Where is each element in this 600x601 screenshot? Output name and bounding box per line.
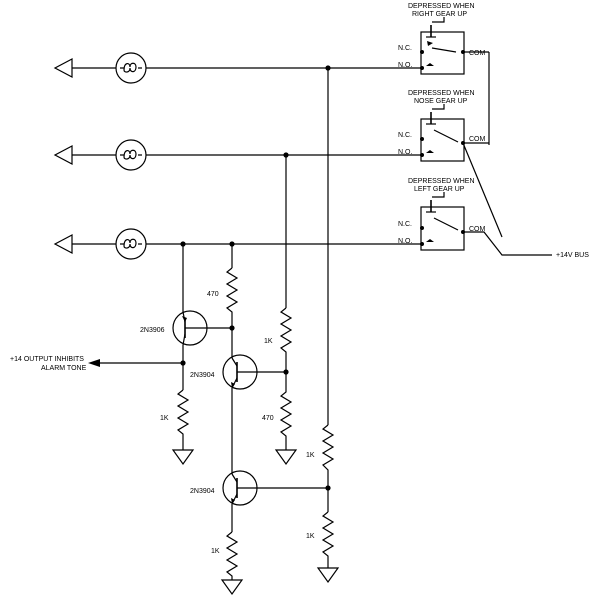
switch-left-gear xyxy=(420,192,552,256)
right-switch-caption-2: RIGHT GEAR UP xyxy=(412,11,467,18)
nose-switch-caption-2: NOSE GEAR UP xyxy=(414,98,468,105)
right-switch-no: N.O. xyxy=(398,62,412,69)
output-label-2: ALARM TONE xyxy=(41,365,87,372)
right-switch-nc: N.C. xyxy=(398,45,412,52)
output-arrow-3 xyxy=(53,234,73,254)
right-switch-com: COM xyxy=(469,50,486,57)
left-switch-nc: N.C. xyxy=(398,221,412,228)
left-switch-com: COM xyxy=(469,226,486,233)
nose-switch-nc: N.C. xyxy=(398,132,412,139)
q3-label: 2N3904 xyxy=(190,488,215,495)
r-1k-bottom-label: 1K xyxy=(211,548,220,555)
mid-column xyxy=(254,155,298,466)
transistor-q2 xyxy=(222,354,258,390)
right-switch-caption-1: DEPRESSED WHEN xyxy=(408,3,475,10)
q1-label: 2N3906 xyxy=(140,327,165,334)
left-switch-caption-2: LEFT GEAR UP xyxy=(414,186,465,193)
lamp-2 xyxy=(115,139,147,171)
r-1k-right-bot-label: 1K xyxy=(306,533,315,540)
transistor-q3 xyxy=(222,470,328,506)
switch-nose-gear xyxy=(420,104,503,238)
q2-label: 2N3904 xyxy=(190,372,215,379)
left-switch-caption-1: DEPRESSED WHEN xyxy=(408,178,475,185)
left-switch-no: N.O. xyxy=(398,238,412,245)
lamp-3 xyxy=(115,228,147,260)
switch-right-gear xyxy=(420,17,490,145)
bus-label: +14V BUS xyxy=(556,252,589,259)
nose-switch-no: N.O. xyxy=(398,149,412,156)
output-arrow-1 xyxy=(53,58,73,78)
r-1k-mid-label: 1K xyxy=(264,338,273,345)
center-column xyxy=(202,244,244,596)
output-label-1: +14 OUTPUT INHIBITS xyxy=(10,356,84,363)
r-470-mid-label: 470 xyxy=(262,415,274,422)
nose-switch-caption-1: DEPRESSED WHEN xyxy=(408,90,475,97)
r-470-top-label: 470 xyxy=(207,291,219,298)
transistor-q1 xyxy=(172,310,208,346)
r-1k-right-top-label: 1K xyxy=(306,452,315,459)
output-arrow-2 xyxy=(53,145,73,165)
nose-switch-com: COM xyxy=(469,136,486,143)
right-column xyxy=(316,68,340,584)
left-column xyxy=(88,244,195,466)
lamp-1 xyxy=(115,52,147,84)
r-1k-out-label: 1K xyxy=(160,415,169,422)
